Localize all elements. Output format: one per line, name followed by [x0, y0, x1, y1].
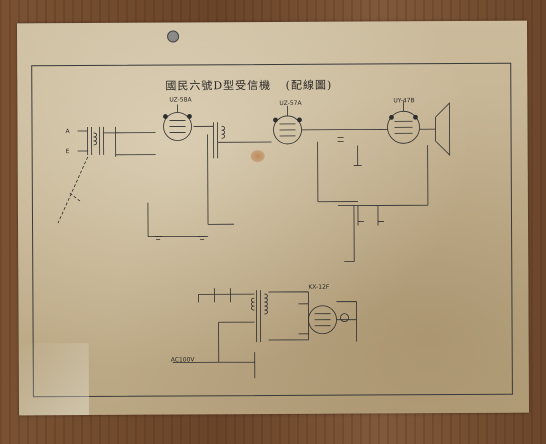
ground-label: E [65, 148, 70, 156]
paper-wear [18, 342, 90, 416]
schematic-sheet: 國民六號D型受信機 (配線圖) [16, 20, 530, 416]
tube2-label: UZ-57A [279, 99, 302, 107]
rectifier-label: KX-12F [308, 283, 330, 291]
tube3-label: UY-47B [393, 97, 415, 105]
tube1-label: UZ-58A [169, 96, 192, 104]
power-label: AC100V [170, 356, 195, 364]
circuit-diagram [57, 101, 451, 379]
antenna-label: A [65, 128, 70, 136]
rust-stain [250, 150, 265, 163]
